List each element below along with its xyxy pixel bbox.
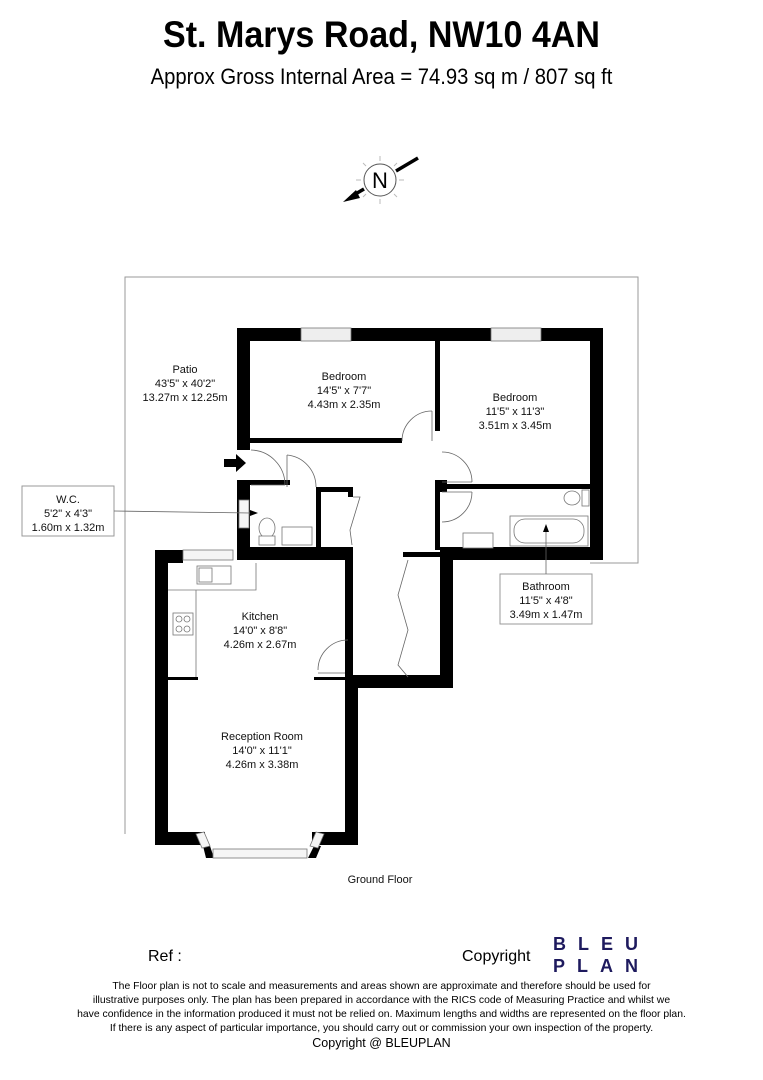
svg-text:4.26m x 3.38m: 4.26m x 3.38m — [226, 759, 299, 771]
svg-text:Bedroom: Bedroom — [322, 371, 367, 383]
wc-leader-arrow-icon — [250, 510, 258, 516]
entrance-arrow-icon — [224, 454, 246, 472]
ref-label: Ref : — [148, 948, 182, 965]
kitchen-sink-icon — [196, 565, 232, 585]
north-compass-icon: N — [343, 156, 419, 204]
svg-text:11'5" x 4'8": 11'5" x 4'8" — [519, 595, 572, 607]
windows — [182, 327, 542, 859]
svg-text:3.49m x 1.47m: 3.49m x 1.47m — [510, 609, 583, 621]
bathroom-callout-box — [499, 573, 593, 625]
svg-text:5'2" x 4'3": 5'2" x 4'3" — [44, 508, 92, 520]
wc-callout-box — [21, 485, 115, 537]
disclaimer-line: The Floor plan is not to scale and measu… — [112, 981, 651, 992]
svg-text:4.43m x 2.35m: 4.43m x 2.35m — [308, 399, 381, 411]
logo-line-1: BLEU — [553, 934, 650, 954]
svg-text:43'5" x 40'2": 43'5" x 40'2" — [155, 378, 215, 390]
copyright-label: Copyright — [462, 948, 531, 965]
wc-toilet-icon — [258, 517, 276, 546]
disclaimer-line: illustrative purposes only. The plan has… — [92, 995, 671, 1006]
bathroom-basin-icon — [462, 532, 494, 549]
bathroom-leader-arrow-icon — [543, 524, 549, 532]
floor-label: Ground Floor — [348, 874, 413, 886]
logo-line-2: PLAN — [553, 956, 650, 976]
area-subtitle: Approx Gross Internal Area = 74.93 sq m … — [150, 64, 613, 89]
disclaimer-line: have confidence in the information produ… — [77, 1009, 686, 1020]
svg-text:14'0" x 11'1": 14'0" x 11'1" — [232, 745, 292, 757]
patio-boundary — [124, 276, 639, 834]
bathtub-icon — [509, 515, 589, 547]
bleuplan-logo: BLEU PLAN — [553, 933, 650, 977]
page-title: St. Marys Road, NW10 4AN — [163, 14, 600, 55]
room-label-bedroom-1: Bedroom 14'5" x 7'7" 4.43m x 2.35m — [308, 371, 381, 411]
wc-callout-leader — [113, 510, 251, 514]
room-label-kitchen: Kitchen 14'0" x 8'8" 4.26m x 2.67m — [224, 611, 297, 651]
hob-icon — [172, 612, 194, 636]
svg-text:Bathroom: Bathroom — [522, 581, 570, 593]
svg-text:11'5" x 11'3": 11'5" x 11'3" — [486, 406, 545, 418]
room-label-reception: Reception Room 14'0" x 11'1" 4.26m x 3.3… — [221, 731, 303, 771]
room-label-patio: Patio 43'5" x 40'2" 13.27m x 12.25m — [143, 364, 228, 404]
room-label-wc: W.C. 5'2" x 4'3" 1.60m x 1.32m — [32, 494, 105, 534]
room-label-bathroom: Bathroom 11'5" x 4'8" 3.49m x 1.47m — [510, 581, 583, 621]
svg-text:Reception Room: Reception Room — [221, 731, 303, 743]
kitchen-counter-icon — [168, 563, 257, 677]
doors — [250, 410, 473, 678]
svg-text:W.C.: W.C. — [56, 494, 80, 506]
svg-text:1.60m x 1.32m: 1.60m x 1.32m — [32, 522, 105, 534]
svg-text:14'0" x 8'8": 14'0" x 8'8" — [233, 625, 287, 637]
disclaimer-text: The Floor plan is not to scale and measu… — [40, 980, 723, 1036]
svg-text:4.26m x 2.67m: 4.26m x 2.67m — [224, 639, 297, 651]
svg-text:Bedroom: Bedroom — [493, 392, 538, 404]
svg-text:Kitchen: Kitchen — [242, 611, 279, 623]
bathroom-toilet-icon — [563, 489, 590, 507]
room-label-bedroom-2: Bedroom 11'5" x 11'3" 3.51m x 3.45m — [479, 392, 552, 432]
disclaimer-line: If there is any aspect of particular imp… — [109, 1023, 654, 1034]
svg-text:Patio: Patio — [172, 364, 197, 376]
svg-text:14'5" x 7'7": 14'5" x 7'7" — [317, 385, 371, 397]
svg-text:3.51m x 3.45m: 3.51m x 3.45m — [479, 420, 552, 432]
footer-copyright: Copyright @ BLEUPLAN — [312, 1036, 451, 1050]
svg-text:13.27m x 12.25m: 13.27m x 12.25m — [143, 392, 228, 404]
compass-label: N — [372, 168, 388, 193]
wc-basin-icon — [281, 526, 313, 546]
